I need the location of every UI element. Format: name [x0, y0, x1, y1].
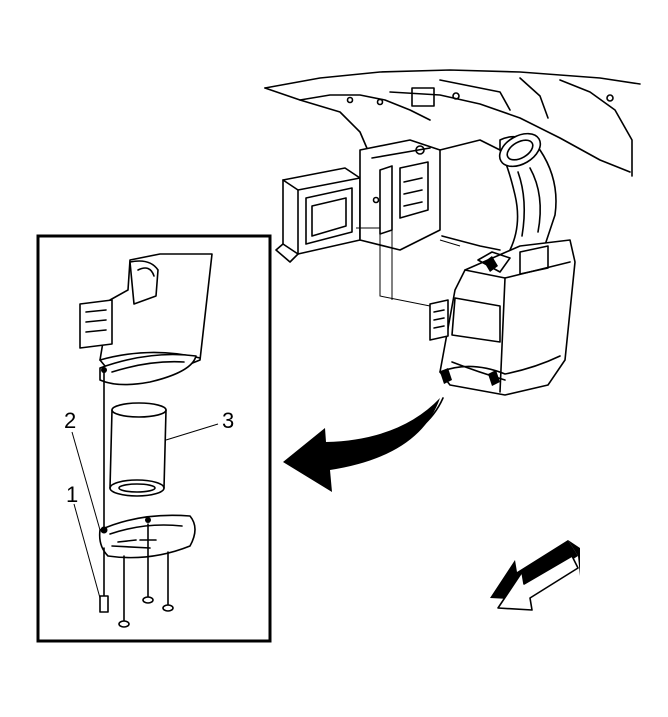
vehicle-direction-arrow [490, 540, 580, 611]
detail-housing-upper [79, 253, 213, 386]
filter-housing-installed [429, 239, 576, 396]
vehicle-frame-structure [264, 69, 641, 263]
callout-leaders [71, 423, 219, 599]
detail-view-arrow [283, 397, 444, 492]
callout-bolt: 1 [66, 482, 78, 507]
callout-gasket: 2 [64, 408, 76, 433]
detail-inset-frame [36, 234, 272, 643]
filter-element [109, 402, 167, 497]
alignment-guide-lines [356, 212, 461, 307]
callout-filter-element: 3 [222, 408, 234, 433]
fasteners [99, 371, 174, 628]
